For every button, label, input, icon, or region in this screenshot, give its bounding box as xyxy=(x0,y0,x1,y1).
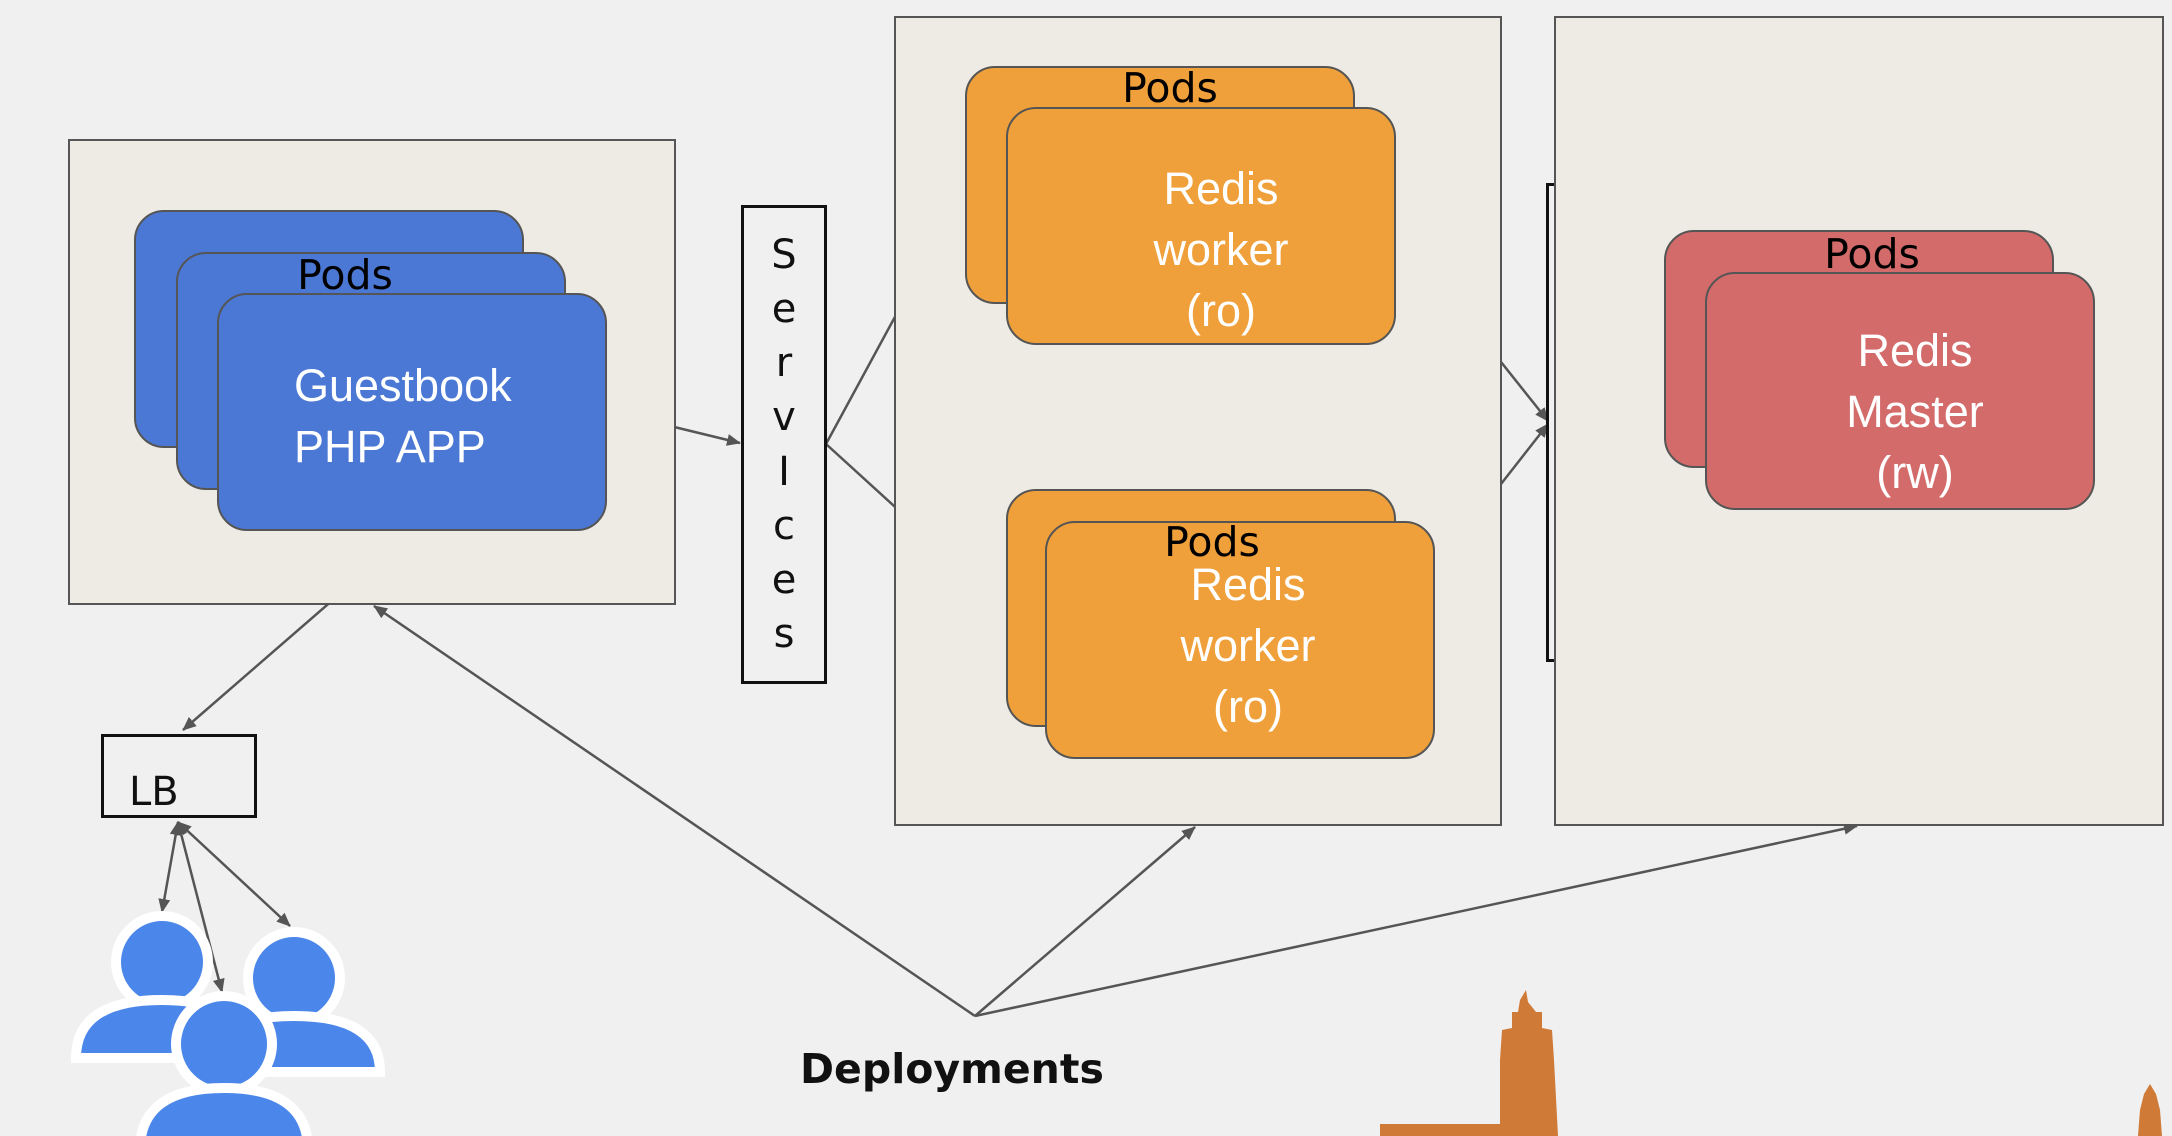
services-left-letter: s xyxy=(773,610,795,657)
tower-silhouette-icon xyxy=(1380,990,2162,1136)
services-left-letter: c xyxy=(773,502,795,549)
arrow-lb-user-right xyxy=(177,821,291,927)
worker-top-label: Redis worker (ro) xyxy=(1153,163,1289,336)
services-left-letter: e xyxy=(771,556,797,603)
worker-bottom-label: Redis worker (ro) xyxy=(1180,559,1316,732)
services-left: S e r v I c e s xyxy=(741,205,827,684)
master-pod-front xyxy=(1705,272,2095,510)
worker-top-pod-front xyxy=(1006,107,1396,345)
deployments-label: Deployments xyxy=(800,1045,1104,1093)
worker-bottom-pods-label: Pods xyxy=(1164,518,1260,566)
php-pods-label: Pods xyxy=(297,251,393,299)
services-left-letter: I xyxy=(778,448,790,495)
php-app-label: Guestbook PHP APP xyxy=(294,360,512,472)
services-left-letter: v xyxy=(772,394,796,441)
users-icon xyxy=(70,911,386,1136)
services-left-letter: e xyxy=(771,286,797,333)
arrow-deploy-guestbook xyxy=(373,604,976,1018)
load-balancer: LB xyxy=(101,734,257,818)
arrow-deploy-master xyxy=(974,822,1858,1018)
arrow-deploy-workers xyxy=(974,826,1196,1017)
worker-bottom-pod-front xyxy=(1045,521,1435,759)
services-left-letter: S xyxy=(771,232,797,279)
master-label: Redis Master (rw) xyxy=(1846,325,1984,498)
lb-label: LB xyxy=(129,769,179,815)
worker-top-pods-label: Pods xyxy=(1122,64,1218,112)
master-pods-label: Pods xyxy=(1824,230,1920,278)
php-pod-front xyxy=(217,293,607,531)
services-left-letter: r xyxy=(775,340,793,387)
arrow-lb-user-left xyxy=(158,821,182,913)
